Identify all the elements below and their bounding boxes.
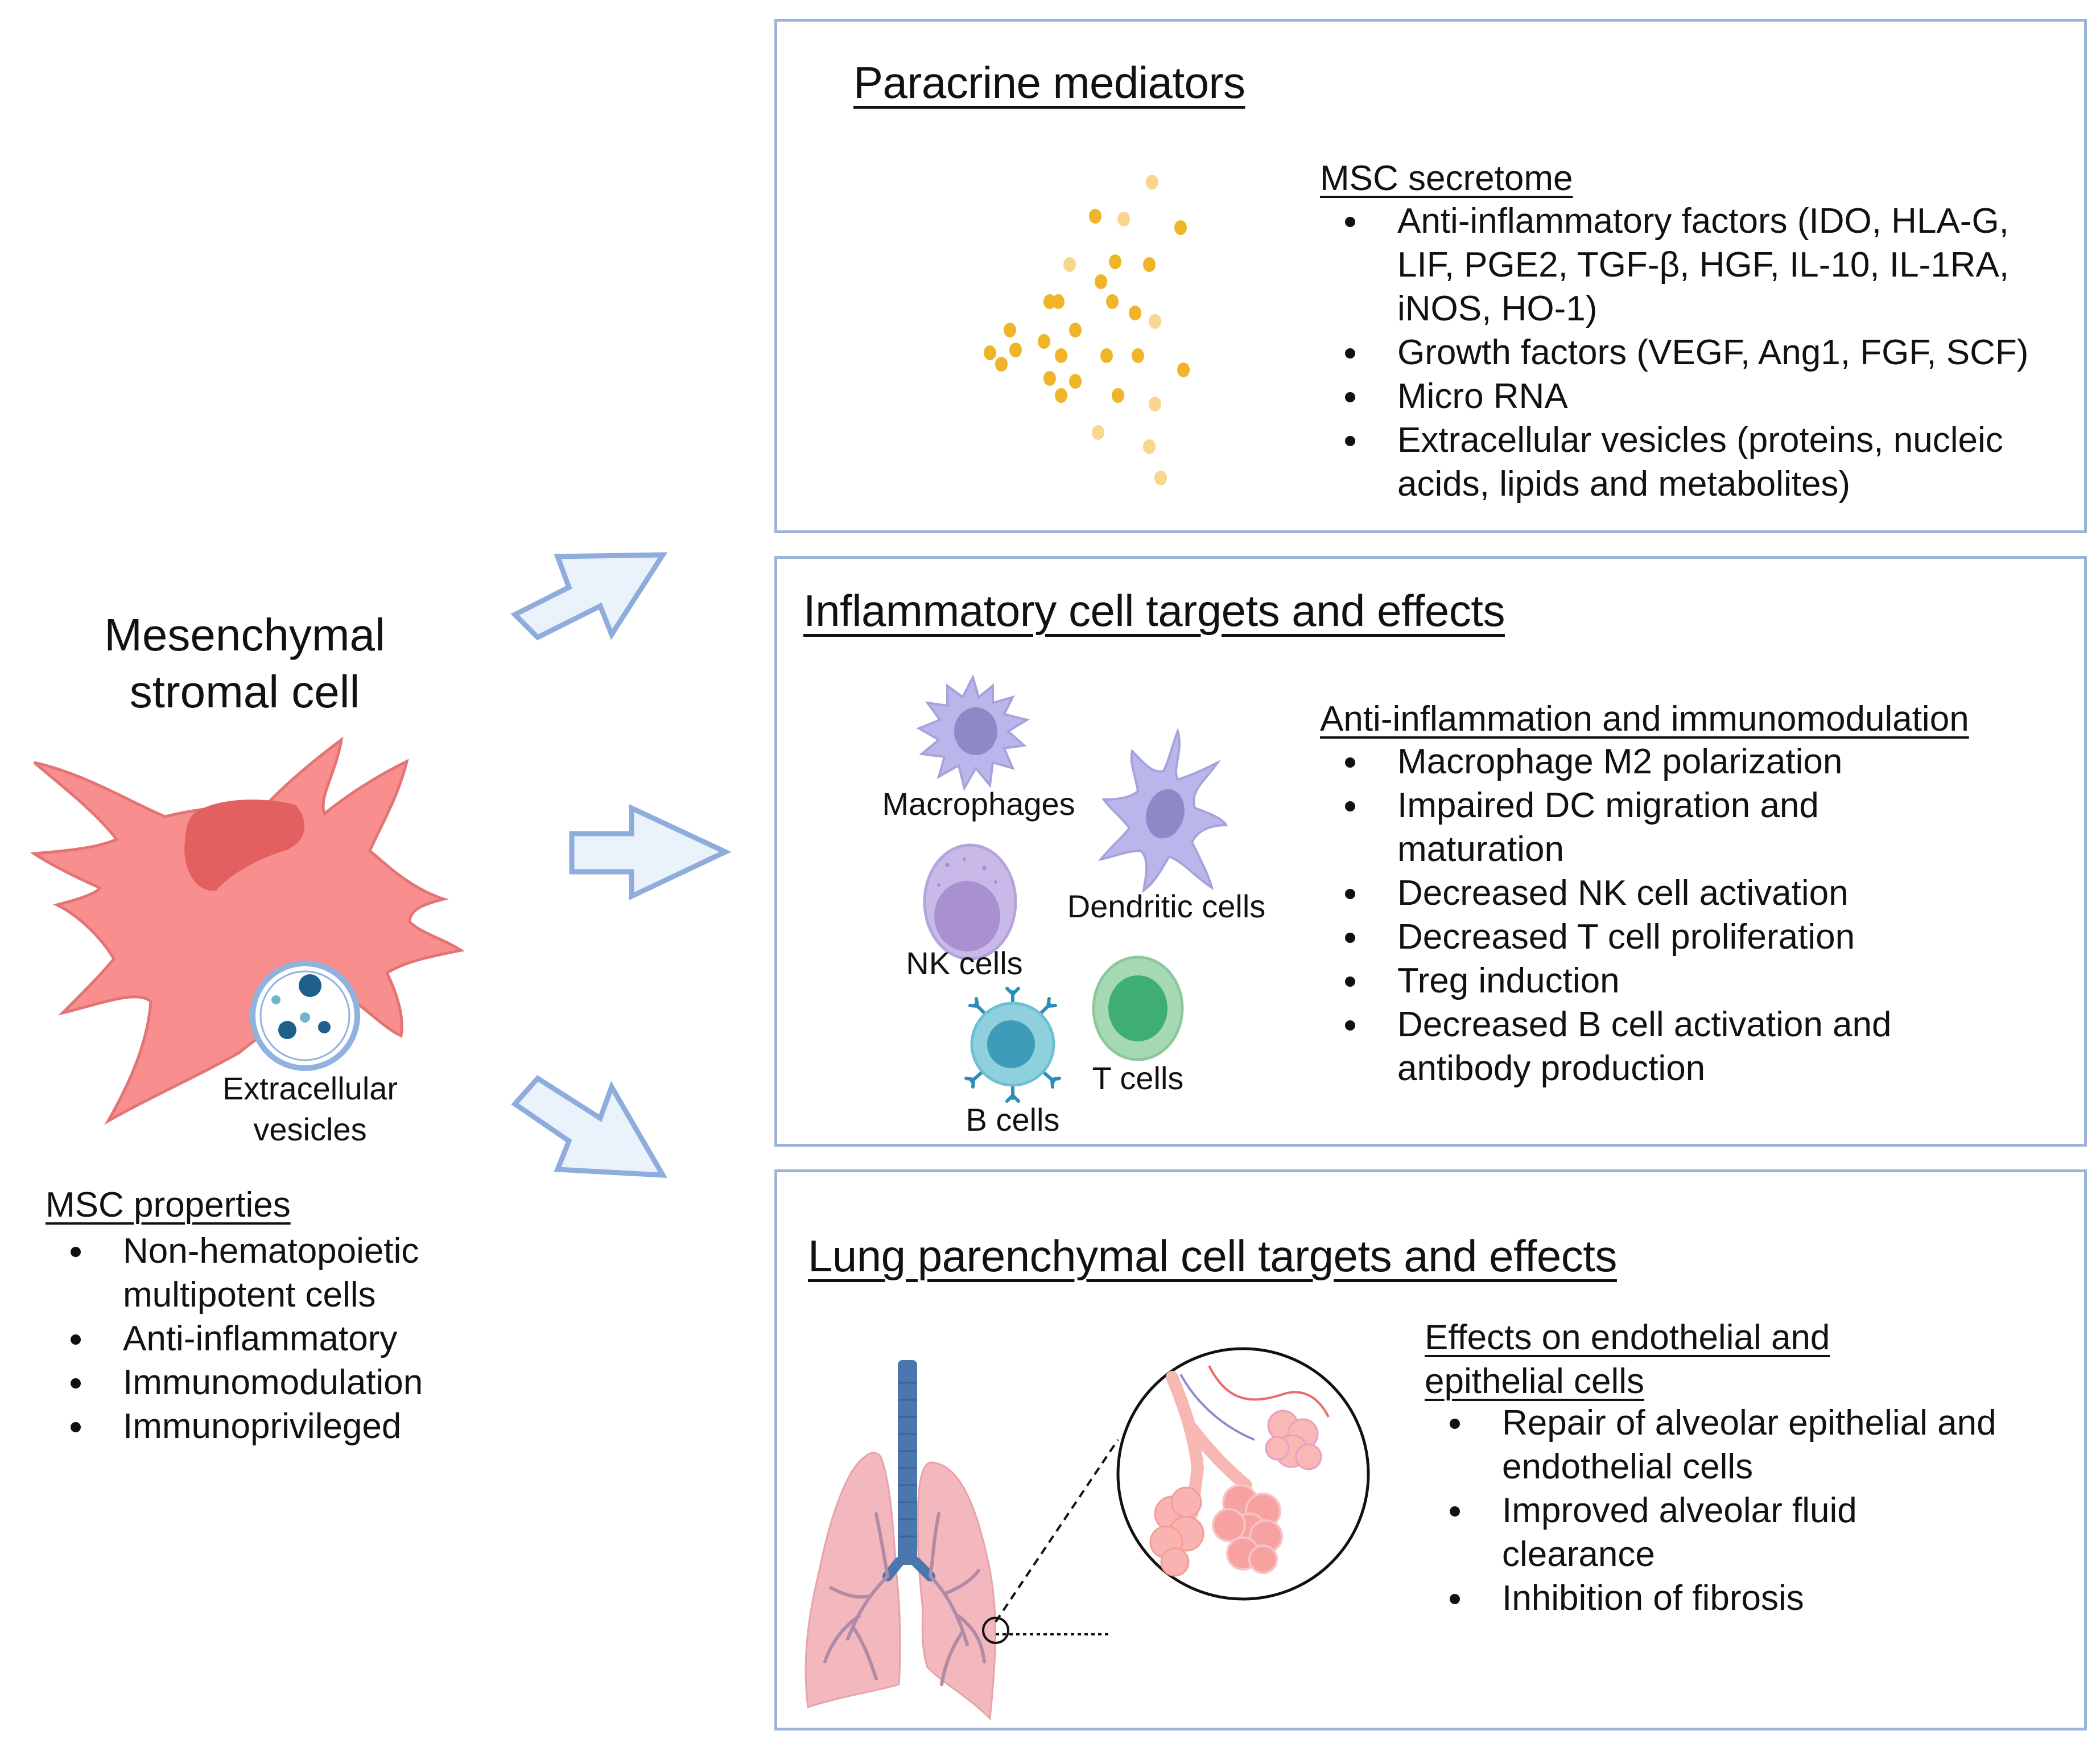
secretome-particle [1100, 348, 1113, 363]
t-cell-icon [1092, 955, 1184, 1061]
extracellular-vesicle-icon [250, 961, 360, 1071]
immunomodulation-effect: Decreased B cell activation and antibody… [1320, 1003, 1995, 1090]
msc-cell-body [30, 736, 465, 1125]
msc-property: Anti-inflammatory [46, 1317, 501, 1361]
secretome-particle [1132, 348, 1144, 363]
paracrine-title: Paracrine mediators [853, 57, 1245, 108]
dendritic-cell-icon [1098, 727, 1228, 893]
secretome-particles-icon [984, 175, 1190, 485]
msc-properties-heading: MSC properties [46, 1185, 291, 1225]
secretome-particle [1154, 471, 1167, 485]
mesenchymal-stromal-cell-icon [30, 736, 465, 1125]
paracrine-mediators-panel [774, 19, 2087, 533]
macrophages-label: Macrophages [882, 786, 1075, 822]
nk-cells-label: NK cells [906, 945, 1023, 981]
secretome-item: Anti-inflammatory factors (IDO, HLA-G, L… [1320, 199, 2040, 331]
arrow-to-paracrine-icon [510, 552, 668, 641]
secretome-particle [1177, 362, 1190, 377]
secretome-particle [1129, 306, 1141, 320]
immunomodulation-effect: Macrophage M2 polarization [1320, 740, 2077, 784]
msc-title-line2: stromal cell [129, 666, 360, 717]
alveolar-sac-left [1149, 1486, 1204, 1577]
zoom-connector-lines [995, 1439, 1119, 1635]
b-cells-label: B cells [966, 1102, 1060, 1138]
immunomodulation-heading: Anti-inflammation and immunomodulation [1320, 699, 1969, 739]
lung-effects-heading: Effects on endothelial and epithelial ce… [1425, 1318, 1830, 1401]
secretome-particle [1174, 220, 1187, 235]
msc-property: Non-hematopoietic multipotent cells [46, 1229, 442, 1317]
alveolar-sac-right [1265, 1410, 1322, 1470]
t-cells-label: T cells [1092, 1060, 1184, 1096]
lung-effects-list: Repair of alveolar epithelial and endoth… [1425, 1401, 2051, 1620]
secretome-particle [1095, 274, 1107, 289]
secretome-particle [1143, 439, 1156, 454]
trachea [898, 1360, 917, 1565]
dendritic-cells-label: Dendritic cells [1067, 888, 1266, 924]
zoom-region-marker [982, 1617, 1009, 1644]
secretome-item: Micro RNA [1320, 374, 2077, 418]
msc-property: Immunomodulation [46, 1361, 501, 1404]
secretome-particle [1092, 425, 1104, 440]
ev-label-line2: vesicles [253, 1111, 367, 1147]
secretome-particle [1055, 348, 1067, 363]
nk-cell-icon [923, 843, 1017, 961]
lung-effect: Repair of alveolar epithelial and endoth… [1425, 1401, 2003, 1489]
alveoli-magnified-icon [1116, 1347, 1370, 1601]
lung-title: Lung parenchymal cell targets and effect… [808, 1231, 1617, 1281]
secretome-particle [1069, 323, 1082, 337]
lungs-icon [804, 1360, 1009, 1721]
msc-properties-list: Non-hematopoietic multipotent cells Anti… [46, 1229, 501, 1448]
secretome-particle [995, 357, 1008, 372]
secretome-particle [1055, 388, 1067, 403]
immunomodulation-effect: Treg induction [1320, 959, 2077, 1003]
inflammatory-title: Inflammatory cell targets and effects [803, 586, 1505, 636]
secretome-particle [1106, 294, 1119, 309]
immunomodulation-list: Macrophage M2 polarization Impaired DC m… [1320, 740, 2077, 1090]
macrophage-icon [916, 674, 1030, 792]
secretome-particle [1009, 343, 1022, 357]
lung-effect: Improved alveolar fluid clearance [1425, 1489, 1946, 1576]
b-cell-icon [964, 987, 1061, 1103]
secretome-particle [1069, 374, 1082, 389]
immunomodulation-effect: Decreased T cell proliferation [1320, 915, 2077, 959]
secretome-particle [1063, 257, 1076, 272]
arrow-to-lung-icon [511, 1075, 668, 1178]
secretome-particle [1004, 323, 1016, 337]
secretome-particle [984, 345, 996, 360]
msc-title-line1: Mesenchymal [104, 609, 385, 660]
secretome-particle [1109, 254, 1121, 269]
immunomodulation-effect: Impaired DC migration and maturation [1320, 784, 1898, 871]
secretome-item: Extracellular vesicles (proteins, nuclei… [1320, 418, 2040, 506]
ev-label-line1: Extracellular [222, 1070, 398, 1106]
secretome-particle [1112, 388, 1124, 403]
secretome-particle [1146, 175, 1158, 189]
secretome-particle [1089, 209, 1101, 224]
secretome-heading: MSC secretome [1320, 159, 1573, 198]
secretome-particle [1149, 314, 1161, 329]
secretome-particle [1043, 371, 1056, 386]
arrow-to-inflammatory-icon [569, 804, 732, 901]
secretome-list: Anti-inflammatory factors (IDO, HLA-G, L… [1320, 199, 2077, 506]
secretome-particle [1143, 257, 1156, 272]
lung-effect: Inhibition of fibrosis [1425, 1576, 2051, 1620]
msc-property: Immunoprivileged [46, 1404, 501, 1448]
immunomodulation-effect: Decreased NK cell activation [1320, 871, 2077, 915]
secretome-particle [1117, 212, 1130, 226]
secretome-particle [1038, 334, 1050, 349]
secretome-item: Growth factors (VEGF, Ang1, FGF, SCF) [1320, 331, 2077, 374]
secretome-particle [1052, 294, 1065, 309]
msc-nucleus [184, 800, 305, 891]
left-lung [917, 1461, 996, 1721]
secretome-particle [1149, 397, 1161, 411]
alveolar-sac-center [1212, 1484, 1283, 1574]
lung-effects-heading-line1: Effects on endothelial and epithelial ce… [1425, 1316, 1880, 1403]
